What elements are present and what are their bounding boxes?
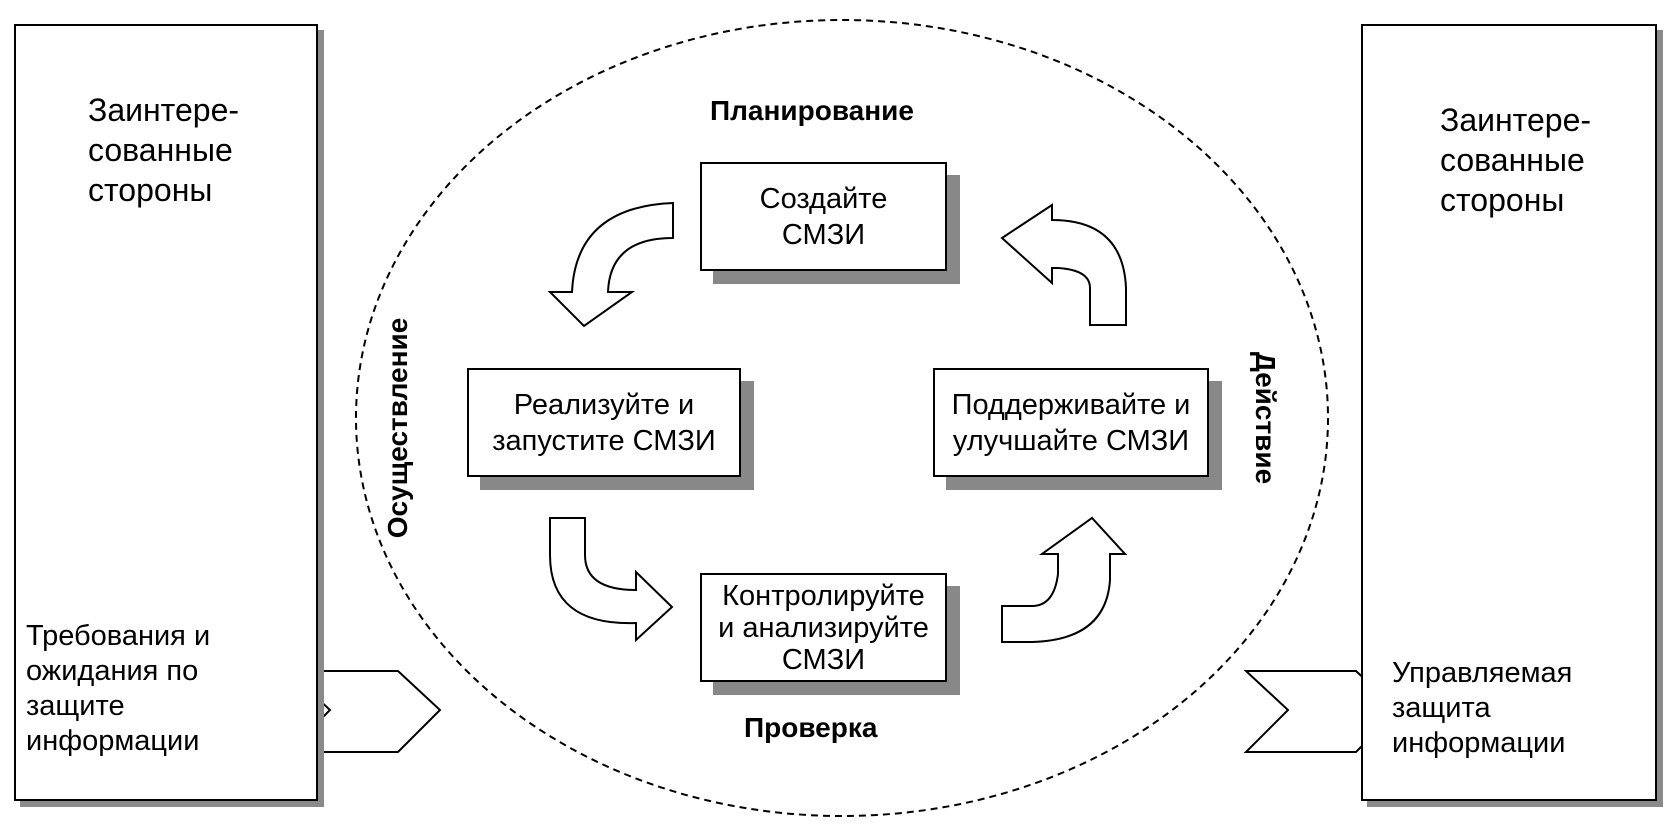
stakeholders-right-box <box>1361 24 1657 801</box>
output-managed-security-label: Управляемая защита информации <box>1392 657 1573 759</box>
step-do-box: Реализуйте и запустите СМЗИ <box>467 368 741 477</box>
arrow-do-to-check-icon <box>549 517 674 643</box>
arrow-plan-to-do-icon <box>547 201 674 328</box>
phase-plan-label: Планирование <box>710 95 914 126</box>
step-act-box: Поддерживайте и улучшайте СМЗИ <box>933 368 1209 477</box>
phase-act-label: Действие <box>1250 351 1281 485</box>
stakeholders-left-box <box>14 24 318 801</box>
arrow-check-to-act-icon <box>1001 516 1128 643</box>
step-check-box: Контролируйте и анализируйте СМЗИ <box>700 573 947 682</box>
stakeholders-right-title: Заинтере- сованные стороны <box>1440 102 1592 218</box>
arrow-act-to-plan-icon <box>1000 203 1127 326</box>
cycle-ellipse <box>355 19 1329 817</box>
output-chevron <box>1243 670 1400 753</box>
input-chevron <box>285 670 442 753</box>
stakeholders-left-title: Заинтере- сованные стороны <box>88 92 240 208</box>
step-plan-box: Создайте СМЗИ <box>700 162 947 271</box>
input-requirements-label: Требования и ожидания по защите информац… <box>26 620 211 757</box>
phase-do-label: Осуществление <box>382 317 413 539</box>
phase-check-label: Проверка <box>744 712 878 743</box>
